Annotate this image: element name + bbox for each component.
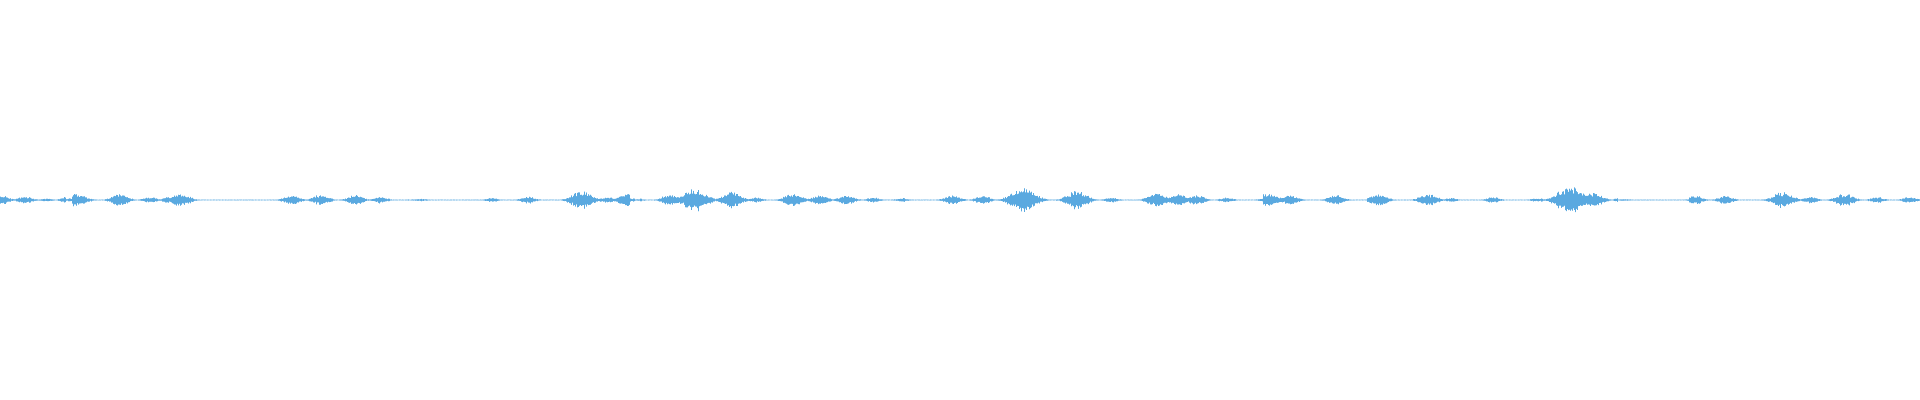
waveform-samples bbox=[0, 187, 1920, 213]
waveform-sample-group bbox=[0, 187, 1920, 213]
